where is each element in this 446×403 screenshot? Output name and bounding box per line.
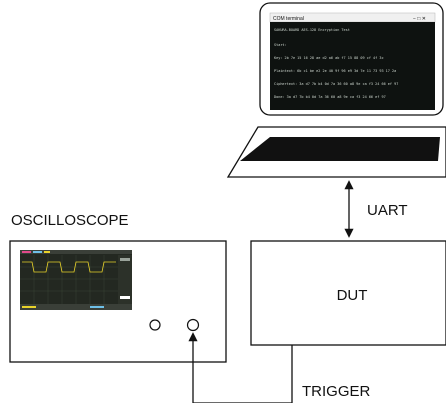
- terminal-body: [270, 22, 435, 110]
- terminal-line: Plaintext: 6b c1 be e2 2e 40 9f 96 e9 3d…: [274, 69, 396, 73]
- oscilloscope-screen: [20, 250, 132, 310]
- terminal-line: SAKURA-BOARD AES-128 Encryption Test: [274, 28, 350, 32]
- oscilloscope-trigger-input[interactable]: [186, 318, 200, 332]
- trigger-arrow-icon: [188, 332, 292, 403]
- terminal-window-title: COM terminal: [273, 16, 304, 22]
- terminal-line: Start:: [274, 43, 287, 47]
- scope-trace: [22, 261, 116, 273]
- oscilloscope-channel-input[interactable]: [149, 319, 161, 331]
- dut-label: DUT: [337, 287, 368, 304]
- dut-box: [250, 240, 446, 346]
- terminal-line: Key: 2b 7e 15 16 28 ae d2 a6 ab f7 15 88…: [274, 56, 384, 60]
- laptop: COM terminal − □ ✕ SAKURA-BOARD AES-128 …: [226, 2, 446, 178]
- oscilloscope: [9, 240, 227, 363]
- terminal-line: Done: 3a d7 7b b4 0d 7a 36 60 a8 9e ca f…: [274, 95, 386, 99]
- laptop-keyboard: [240, 137, 440, 161]
- uart-label: UART: [367, 202, 408, 219]
- terminal-window: COM terminal − □ ✕ SAKURA-BOARD AES-128 …: [269, 12, 436, 110]
- trigger-label: TRIGGER: [302, 383, 371, 400]
- window-controls-icon[interactable]: − □ ✕: [413, 16, 426, 22]
- terminal-line: Ciphertext: 3a d7 7b b4 0d 7a 36 60 a8 9…: [274, 82, 398, 86]
- oscilloscope-label: OSCILLOSCOPE: [11, 212, 129, 229]
